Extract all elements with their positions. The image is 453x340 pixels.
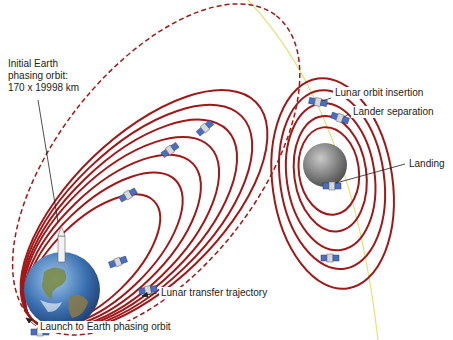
trajectory-label: Lunar transfer trajectory [159, 287, 269, 299]
spacecraft-icons [31, 96, 350, 336]
leader-lines [26, 98, 405, 326]
event-label: Lander separation [351, 106, 436, 118]
earth [24, 252, 100, 328]
event-label: Lunar orbit insertion [333, 87, 425, 99]
event-label: Launch to Earth phasing orbit [38, 321, 173, 333]
launch-rocket [54, 226, 69, 268]
orbit-note: Initial Earth phasing orbit: 170 x 19998… [6, 58, 88, 94]
event-label: Landing [407, 158, 447, 170]
earth-phasing-orbits [0, 49, 308, 340]
moon [303, 143, 347, 187]
transfer-orbit [0, 0, 355, 340]
lunar-orbits [258, 70, 406, 297]
